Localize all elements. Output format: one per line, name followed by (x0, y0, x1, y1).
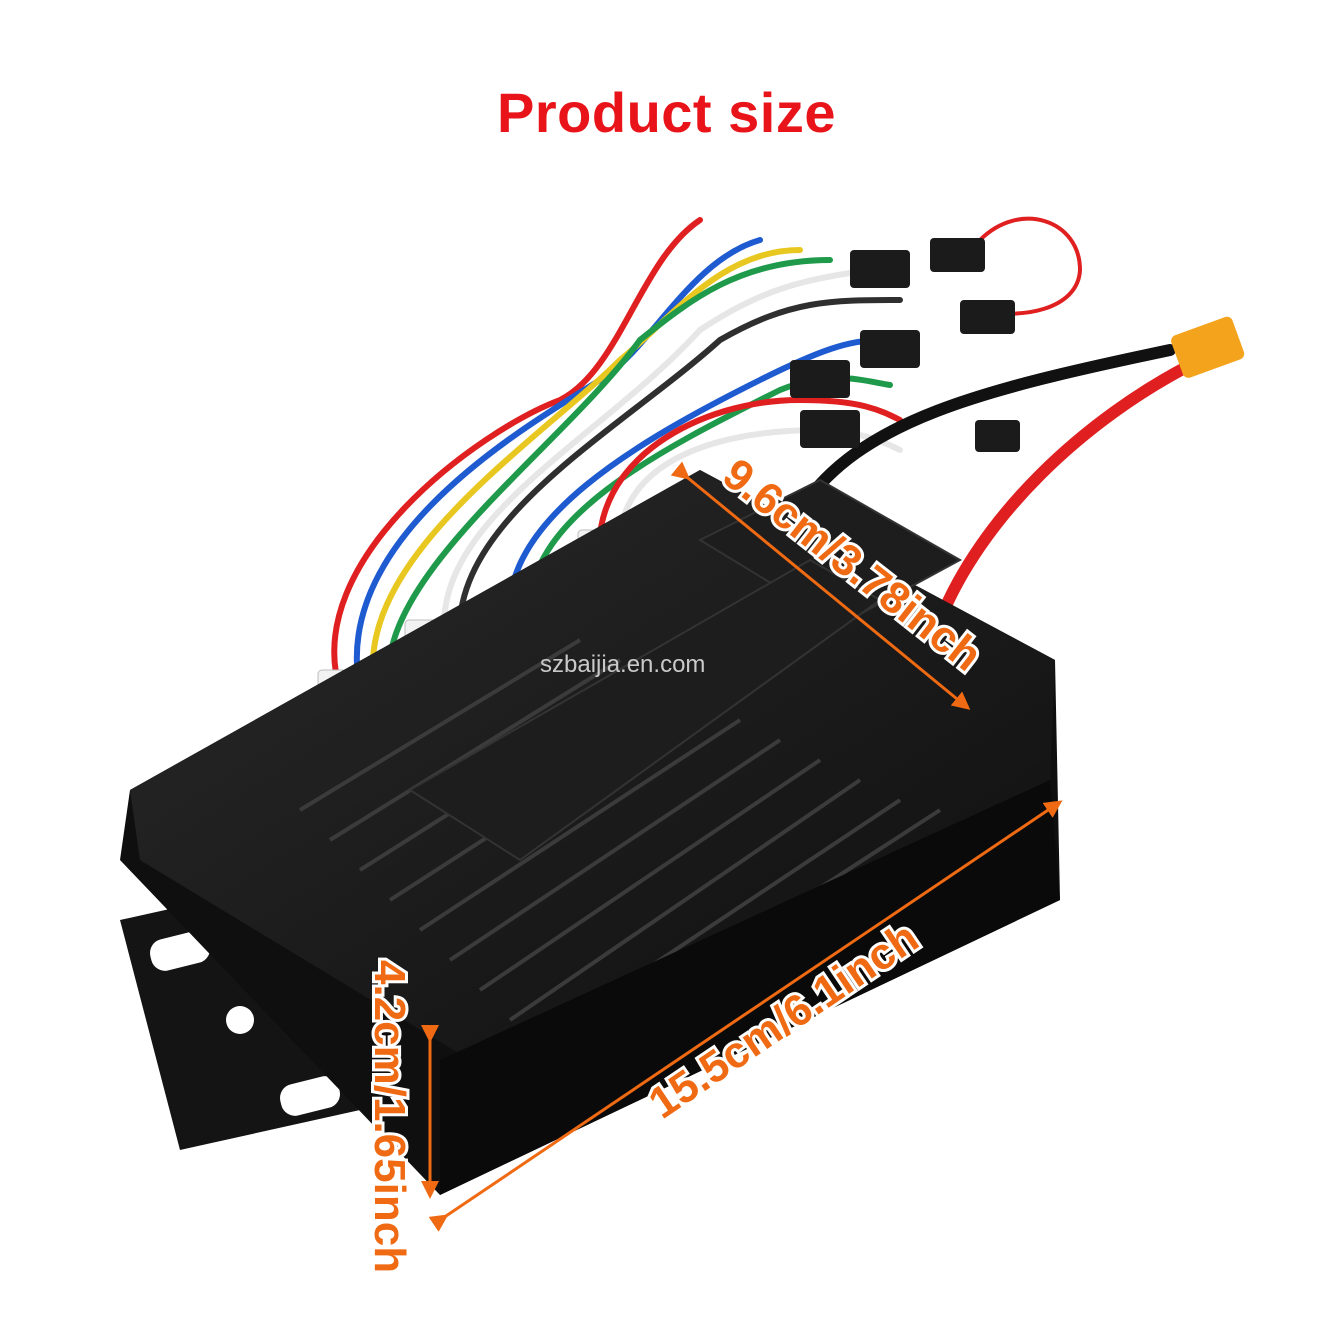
wire-harness (331, 216, 1206, 693)
page-title: Product size (497, 81, 836, 144)
controller-housing (120, 470, 1060, 1195)
width-arrow (670, 461, 971, 710)
watermark-text: szbaijia.en.com (540, 651, 705, 678)
height-dimension-label: 4.2cm/1.65inch (365, 960, 414, 1273)
length-arrow (428, 800, 1063, 1232)
dimension-arrows (421, 461, 1063, 1232)
